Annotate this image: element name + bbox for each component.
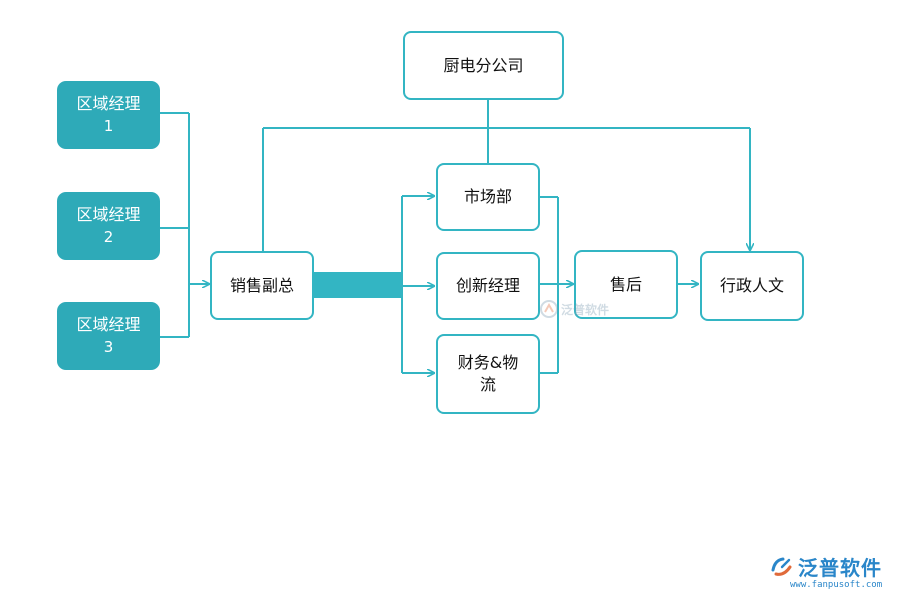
node-after-sales-label: 售后 (609, 274, 642, 294)
node-region-manager-2-number: 2 (103, 228, 114, 246)
node-admin-hr: 行政人文 (700, 251, 804, 321)
node-sales-vp: 销售副总 (210, 251, 314, 320)
node-innovation-manager-label: 创新经理 (455, 276, 520, 295)
node-region-manager-3: 区域经理 3 (57, 302, 160, 370)
node-head-office-label: 厨电分公司 (443, 55, 524, 75)
node-innovation-manager: 创新经理 (436, 252, 540, 320)
node-admin-hr-label: 行政人文 (719, 276, 784, 295)
node-marketing-label: 市场部 (463, 187, 512, 206)
thick-connector-bar (313, 272, 403, 298)
node-region-manager-3-title: 区域经理 (76, 315, 141, 334)
watermark-text: 泛普软件 (561, 302, 610, 317)
brand-logo: 泛普软件 (770, 552, 882, 581)
center-watermark: 泛普软件 (540, 300, 609, 318)
node-region-manager-1: 区域经理 1 (57, 81, 160, 149)
node-region-manager-1-number: 1 (103, 117, 114, 135)
node-region-manager-2: 区域经理 2 (57, 192, 160, 260)
node-region-manager-2-title: 区域经理 (76, 205, 141, 224)
brand-logo-icon (771, 557, 792, 576)
node-sales-vp-label: 销售副总 (229, 275, 294, 295)
node-head-office: 厨电分公司 (403, 31, 564, 100)
node-after-sales: 售后 (574, 250, 678, 319)
watermark-logo-icon (540, 300, 558, 318)
node-region-manager-1-title: 区域经理 (76, 94, 141, 113)
brand-url: www.fanpusoft.com (790, 580, 883, 590)
brand-name: 泛普软件 (798, 556, 882, 580)
node-region-manager-3-number: 3 (103, 338, 114, 356)
node-finance-logistics-label: 财务&物流 (457, 353, 519, 394)
node-finance-logistics: 财务&物流 (436, 334, 540, 414)
node-marketing: 市场部 (436, 163, 540, 231)
